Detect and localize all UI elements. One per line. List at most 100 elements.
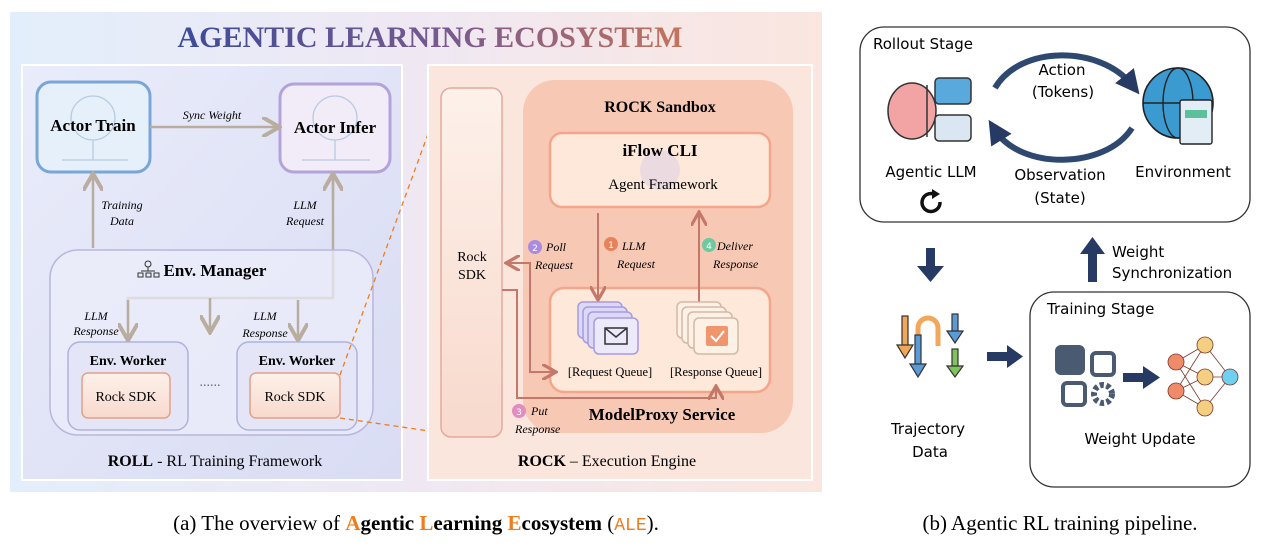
iflow-cli-subtitle: Agent Framework: [608, 177, 718, 193]
observation-label-2: (State): [1034, 189, 1085, 207]
rock-footer-rest: – Execution Engine: [566, 453, 696, 470]
llm-request-label-2: Request: [285, 214, 325, 228]
brain-chat-icon: [887, 77, 972, 142]
request-queue-label: [Request Queue]: [568, 365, 652, 379]
step-1-label-1: LLM: [621, 239, 646, 253]
sync-weight-label: Sync Weight: [183, 108, 242, 122]
caption-a-gentic: gentic: [360, 511, 419, 535]
llm-response-right-1: LLM: [252, 309, 277, 323]
weight-sync-label-1: Weight: [1112, 243, 1164, 261]
action-label-2: (Tokens): [1032, 83, 1094, 101]
modelproxy-label: ModelProxy Service: [589, 405, 736, 424]
roll-footer: ROLL - RL Training Framework: [108, 453, 323, 470]
caption-a-letter-a: A: [345, 511, 361, 535]
rock-sdk-box: [440, 87, 503, 438]
globe-browser-icon: [1142, 67, 1214, 145]
step-1-number: 1: [608, 241, 614, 251]
brain-tree-icon: [62, 95, 128, 161]
observation-arrow: [988, 119, 1135, 163]
down-arrow: [917, 248, 944, 282]
observation-label-1: Observation: [1014, 166, 1105, 184]
caption-a: (a) The overview of Agentic Learning Eco…: [173, 511, 659, 536]
up-arrow: [1080, 237, 1105, 282]
env-worker-1-label: Env. Worker: [90, 354, 167, 369]
rock-footer: ROCK – Execution Engine: [518, 453, 696, 470]
step-4-badge: [702, 238, 716, 252]
ellipsis: ......: [200, 375, 221, 390]
rock-sdk-1-label: Rock SDK: [95, 390, 156, 405]
agentic-llm-label: Agentic LLM: [885, 163, 976, 181]
neural-network-icon: [1167, 336, 1239, 417]
arrow-to-network: [1123, 366, 1160, 389]
step-4-label-2: Response: [712, 257, 759, 271]
envelope-stack-icon: [577, 301, 639, 355]
put-response-arrow: [502, 289, 716, 398]
step-2-label-1: Poll: [545, 240, 567, 254]
action-arrow: [992, 52, 1140, 95]
trajectory-label-2: Data: [912, 443, 948, 461]
step-1-badge: [604, 237, 618, 251]
step-2-label-2: Request: [534, 258, 574, 272]
caption-a-open: (: [602, 511, 614, 535]
caption-a-earning: earning: [433, 511, 507, 535]
step-1-label-2: Request: [616, 257, 656, 271]
response-queue-label: [Response Queue]: [670, 365, 762, 379]
caption-a-prefix: (a) The overview of: [173, 511, 345, 535]
panel-b: Rollout Stage Action (Tokens) Agentic LL…: [859, 26, 1251, 535]
refresh-icon: [920, 189, 942, 214]
hierarchy-icon: [137, 260, 160, 278]
step-2-badge: [528, 240, 542, 254]
iflow-cli-title: iFlow CLI: [622, 141, 697, 160]
weight-update-label: Weight Update: [1084, 430, 1195, 448]
apps-gear-icon: [1055, 345, 1116, 407]
training-data-label-1: Training: [101, 198, 142, 212]
step-3-label-1: Put: [530, 404, 548, 418]
env-worker-2-label: Env. Worker: [259, 354, 336, 369]
training-data-label-2: Data: [109, 214, 134, 228]
rock-sdk-2-label: Rock SDK: [264, 390, 325, 405]
actor-infer-label: Actor Infer: [294, 118, 377, 137]
roll-footer-rest: - RL Training Framework: [153, 453, 322, 470]
training-stage-title: Training Stage: [1046, 300, 1154, 318]
rock-sdk-label-1: Rock: [457, 250, 487, 265]
iflow-logo-icon: [640, 150, 680, 190]
right-arrow: [987, 345, 1023, 368]
caption-b: (b) Agentic RL training pipeline.: [922, 511, 1197, 535]
panel-a: AGENTIC LEARNING ECOSYSTEM Actor Train A…: [10, 12, 822, 536]
env-manager-label: Env. Manager: [164, 261, 267, 280]
caption-a-letter-e: E: [508, 511, 522, 535]
rock-sdk-label-2: SDK: [458, 268, 486, 283]
rock-sdk-1-box: [81, 372, 171, 419]
rock-engine: Rock SDK ROCK Sandbox iFlow CLI Agent Fr…: [427, 64, 813, 481]
llm-response-left-2: Response: [72, 324, 119, 338]
trajectory-arrows-icon: [895, 313, 965, 379]
llm-response-left-1: LLM: [83, 309, 108, 323]
step-3-badge: [512, 404, 526, 418]
roll-footer-bold: ROLL: [108, 453, 153, 470]
trajectory-label-1: Trajectory: [890, 420, 965, 438]
step-3-number: 3: [516, 408, 522, 418]
rock-footer-bold: ROCK: [518, 453, 567, 470]
environment-label: Environment: [1135, 163, 1231, 181]
rollout-stage-title: Rollout Stage: [873, 35, 973, 53]
weight-sync-label-2: Synchronization: [1112, 264, 1232, 282]
step-4-label-1: Deliver: [716, 239, 753, 253]
caption-a-abbr: ALE: [614, 516, 646, 536]
caption-a-letter-l: L: [419, 511, 433, 535]
step-2-number: 2: [532, 244, 538, 254]
actor-train-label: Actor Train: [50, 116, 136, 135]
action-label-1: Action: [1039, 61, 1086, 79]
brain-tree-icon: [302, 95, 370, 161]
training-stage-box: [1029, 291, 1251, 488]
llm-request-label-1: LLM: [292, 198, 317, 212]
rock-sandbox-title: ROCK Sandbox: [604, 99, 716, 116]
ecosystem-title: AGENTIC LEARNING ECOSYSTEM: [177, 21, 682, 54]
checkmark-stack-icon: [676, 301, 739, 355]
caption-a-cosystem: cosystem: [522, 511, 603, 535]
rollout-stage-box: [859, 26, 1251, 223]
step-3-label-2: Response: [514, 422, 561, 436]
roll-framework: Actor Train Actor Infer Sync Weight Trai…: [21, 64, 403, 481]
step-4-number: 4: [706, 242, 712, 252]
llm-response-right-2: Response: [241, 326, 288, 340]
